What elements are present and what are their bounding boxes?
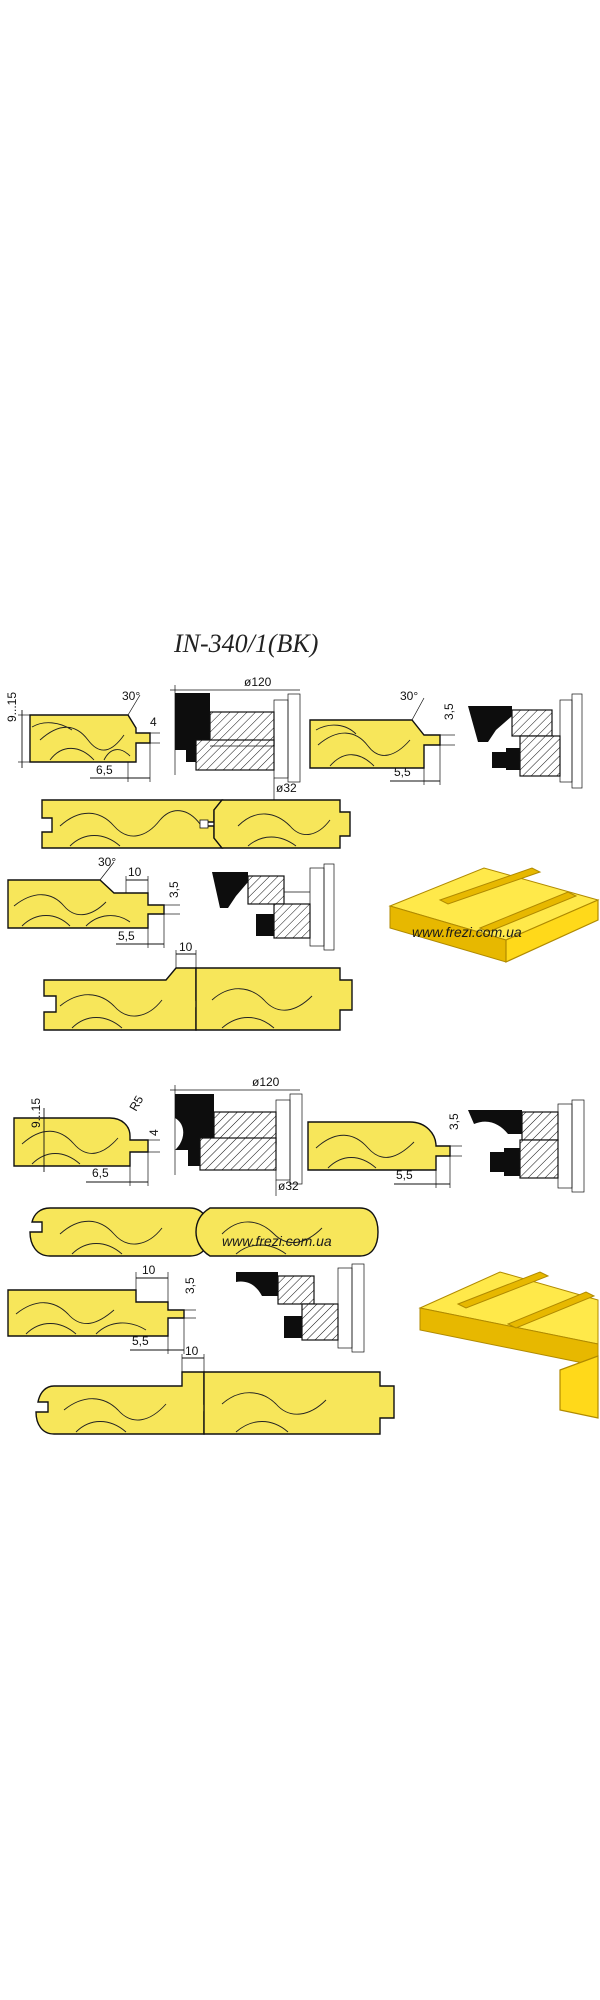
joint-assembly-1 [41, 799, 351, 849]
dim-depth-2a: 4 [147, 1129, 161, 1136]
cutter-assembly-2b [468, 1099, 585, 1193]
watermark-1: www.frezi.com.ua [412, 924, 522, 940]
cutter-assembly-1a: ø120 ø32 [170, 675, 301, 800]
cutter-assembly-1c [212, 863, 335, 951]
board-profile-1b: 30° 3,5 5,5 [309, 689, 456, 785]
joint-assembly-4: 10 [35, 1344, 395, 1435]
dim-offset-1c: 5,5 [118, 929, 135, 943]
dim-angle-1c: 30° [98, 855, 116, 869]
drawing-title: IN-340/1(BK) [173, 629, 318, 658]
panel-render-1: www.frezi.com.ua [388, 867, 600, 963]
dim-bore-2a: ø32 [278, 1179, 299, 1193]
dim-offset-1a: 6,5 [96, 763, 113, 777]
dim-width-2c: 10 [142, 1263, 156, 1277]
cutter-assembly-2c [236, 1263, 365, 1353]
dim-bore-1a: ø32 [276, 781, 297, 795]
section-1: 9...15 30° 4 6,5 ø120 ø32 [5, 675, 600, 1031]
dim-radius-2a: R5 [126, 1093, 146, 1114]
dim-angle-1b: 30° [400, 689, 418, 703]
dim-thickness-2a: 9...15 [29, 1098, 43, 1128]
dim-offset-1b: 5,5 [394, 765, 411, 779]
panel-render-2 [418, 1271, 599, 1419]
dim-joint-gap-1: 10 [179, 940, 193, 954]
board-profile-2b: 3,5 5,5 [307, 1113, 462, 1188]
dim-angle-1a: 30° [122, 689, 140, 703]
board-profile-1a: 9...15 30° 4 6,5 [5, 689, 160, 782]
section-2: 9...15 R5 4 6,5 ø120 ø32 [7, 1075, 599, 1435]
dim-diameter-1a: ø120 [244, 675, 272, 689]
watermark-2: www.frezi.com.ua [222, 1233, 332, 1249]
joint-assembly-2: 10 [43, 940, 353, 1031]
dim-depth-2b: 3,5 [447, 1113, 461, 1130]
dim-offset-2a: 6,5 [92, 1166, 109, 1180]
board-profile-2a: 9...15 R5 4 6,5 [13, 1093, 161, 1186]
dim-diameter-2a: ø120 [252, 1075, 280, 1089]
board-profile-2c: 10 3,5 5,5 [7, 1263, 197, 1354]
dim-offset-2b: 5,5 [396, 1168, 413, 1182]
dim-depth-2c: 3,5 [183, 1277, 197, 1294]
dim-width-1c: 10 [128, 865, 142, 879]
dim-depth-1b: 3,5 [442, 703, 456, 720]
dim-depth-1a: 4 [150, 715, 157, 729]
joint-assembly-3: www.frezi.com.ua [29, 1207, 379, 1257]
dim-depth-1c: 3,5 [167, 881, 181, 898]
dim-thickness-1a: 9...15 [5, 692, 19, 722]
cutter-assembly-2a: ø120 ø32 [170, 1075, 303, 1196]
cutter-assembly-1b [468, 693, 583, 789]
board-profile-1c: 30° 10 3,5 5,5 [7, 855, 181, 948]
dim-offset-2c: 5,5 [132, 1334, 149, 1348]
dim-joint-gap-2: 10 [185, 1344, 199, 1358]
